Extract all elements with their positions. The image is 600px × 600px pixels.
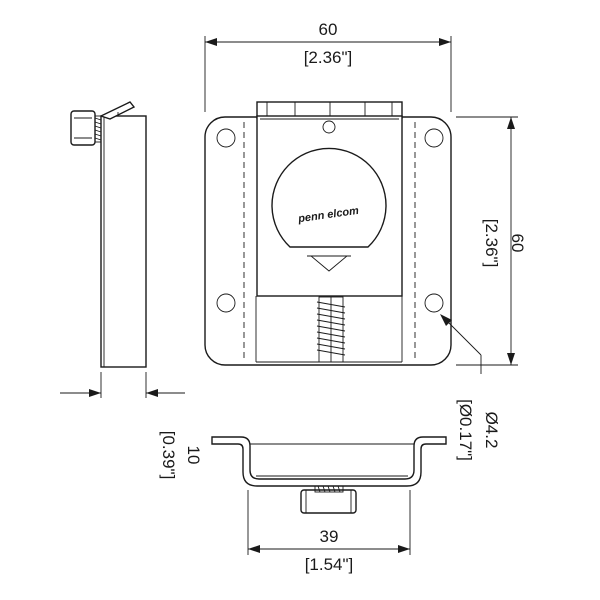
side-view — [70, 101, 147, 368]
width-inch-label: [2.36"] — [304, 48, 353, 67]
width-mm-label: 60 — [319, 20, 338, 39]
mounting-hole-br — [424, 293, 444, 313]
bottom-view — [211, 436, 447, 514]
height-dimension: 60 [2.36"] — [456, 116, 527, 366]
base-width-mm-label: 39 — [320, 527, 339, 546]
mounting-hole-bl — [216, 293, 236, 313]
hole-dimension: Ø4.2 [Ø0.17"] — [440, 314, 501, 461]
width-dimension: 60 [2.36"] — [204, 20, 452, 112]
brand-logo: pennelcom — [297, 205, 360, 226]
front-view: pennelcom — [204, 101, 452, 366]
depth-inch-label: [0.39"] — [159, 431, 178, 480]
mounting-hole-tr — [424, 128, 444, 148]
depth-mm-label: 10 — [184, 446, 203, 465]
spring — [316, 296, 346, 363]
hole-mm-label: Ø4.2 — [482, 412, 501, 449]
mounting-hole-tl — [216, 128, 236, 148]
hole-inch-label: [Ø0.17"] — [456, 399, 475, 461]
depth-dimension: 10 [0.39"] — [60, 372, 203, 479]
height-mm-label: 60 — [508, 234, 527, 253]
base-width-inch-label: [1.54"] — [305, 555, 354, 574]
height-inch-label: [2.36"] — [482, 219, 501, 268]
base-width-dimension: 39 [1.54"] — [247, 490, 411, 574]
